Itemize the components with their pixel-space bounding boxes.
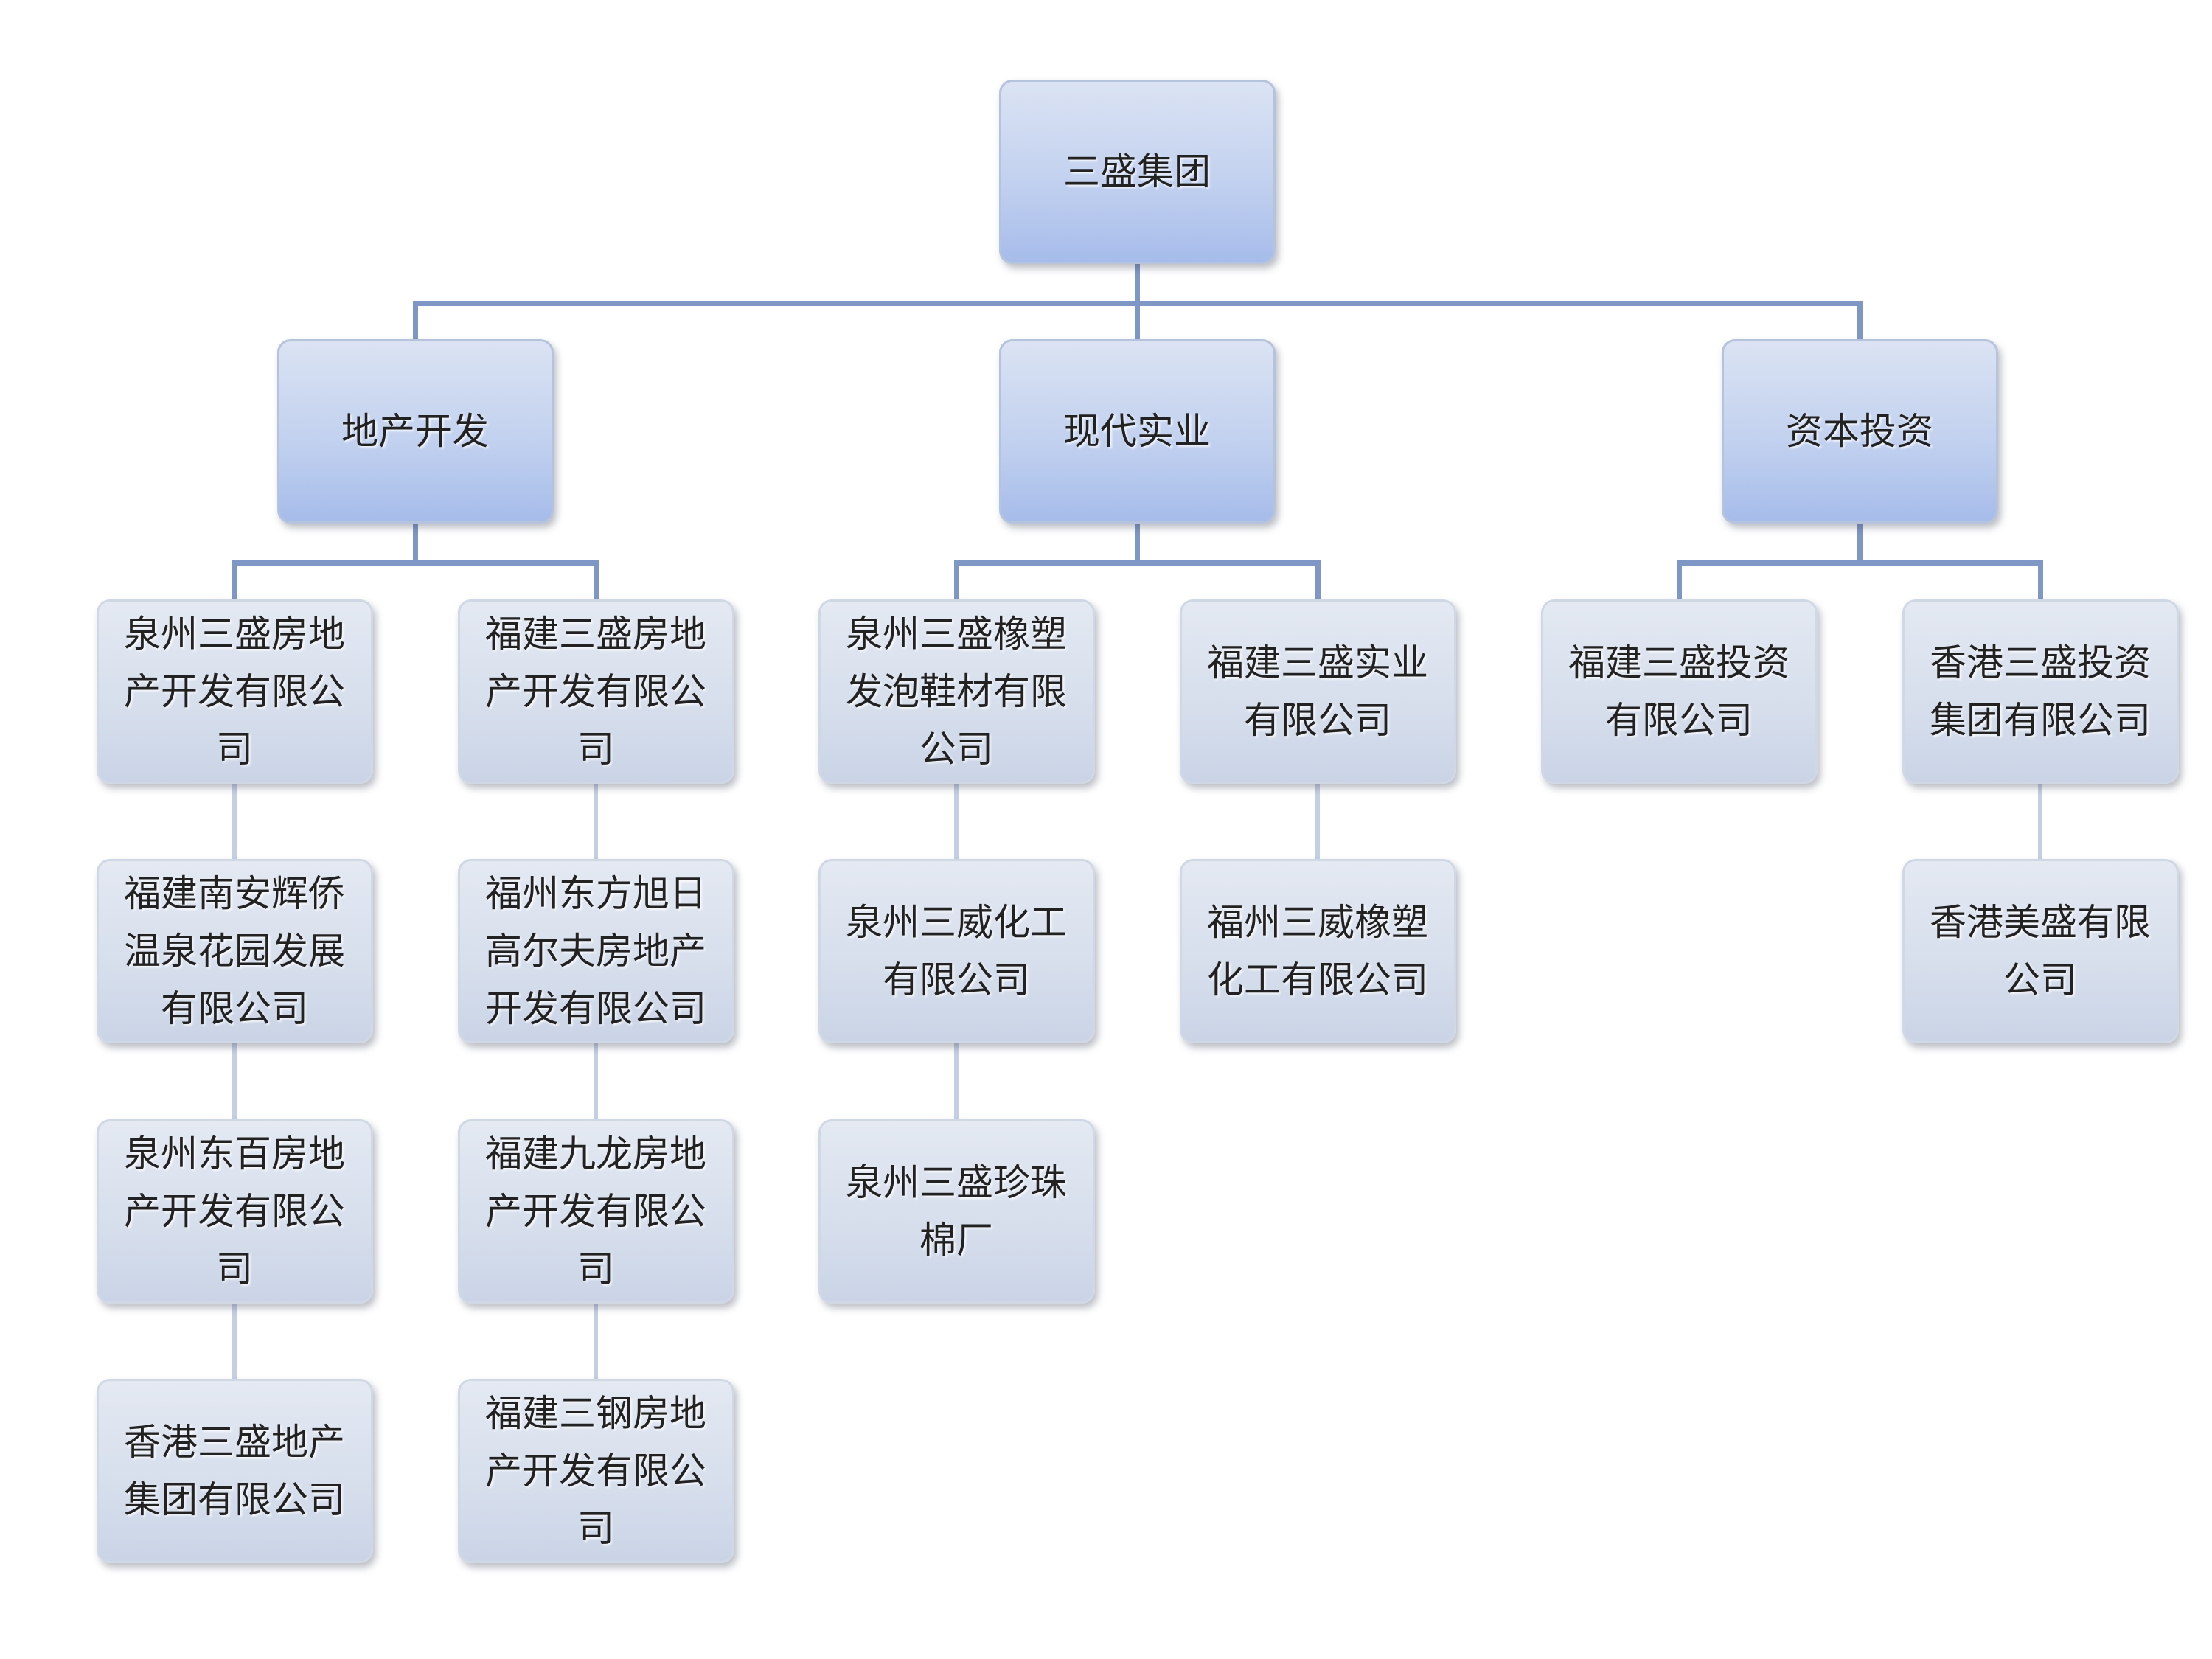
connector-chain-0-0-0: [232, 784, 237, 859]
node-division-1-label: 现代实业: [1063, 410, 1211, 453]
node-subsidiary-0-1-0[interactable]: 福州东方旭日高尔夫房地产开发有限公司: [457, 859, 734, 1043]
connector-chain-0-0-1: [232, 1043, 237, 1119]
node-subsidiary-1-1-0[interactable]: 福州三威橡塑化工有限公司: [1179, 859, 1456, 1043]
node-division-2[interactable]: 资本投资: [1721, 339, 1998, 524]
connector-chain-0-0-2: [232, 1304, 237, 1379]
node-company-2-0-label: 福建三盛投资有限公司: [1568, 641, 1790, 742]
node-subsidiary-0-0-1-label: 泉州东百房地产开发有限公司: [124, 1133, 345, 1290]
connector-level2-drop-2-1: [2037, 560, 2043, 599]
node-subsidiary-0-0-1[interactable]: 泉州东百房地产开发有限公司: [96, 1119, 373, 1304]
node-company-1-1-label: 福建三盛实业有限公司: [1207, 641, 1428, 742]
node-company-1-0[interactable]: 泉州三盛橡塑发泡鞋材有限公司: [818, 599, 1095, 784]
node-company-0-0-label: 泉州三盛房地产开发有限公司: [124, 613, 345, 771]
connector-mid-down-2: [1857, 524, 1863, 566]
node-subsidiary-2-1-0[interactable]: 香港美盛有限公司: [1902, 859, 2179, 1043]
connector-chain-0-1-1: [594, 1043, 598, 1119]
node-subsidiary-0-0-2[interactable]: 香港三盛地产集团有限公司: [96, 1379, 373, 1563]
node-root[interactable]: 三盛集团: [998, 80, 1276, 264]
connector-chain-1-0-0: [954, 784, 959, 859]
node-subsidiary-0-1-1-label: 福建九龙房地产开发有限公司: [485, 1133, 706, 1290]
node-company-0-1-label: 福建三盛房地产开发有限公司: [485, 613, 706, 771]
node-subsidiary-1-0-1[interactable]: 泉州三盛珍珠棉厂: [818, 1119, 1095, 1304]
node-subsidiary-0-0-2-label: 香港三盛地产集团有限公司: [124, 1421, 345, 1521]
node-root-label: 三盛集团: [1063, 150, 1211, 193]
node-subsidiary-2-1-0-label: 香港美盛有限公司: [1930, 901, 2151, 1001]
node-division-2-label: 资本投资: [1786, 410, 1933, 453]
connector-level2-drop-0-0: [232, 560, 237, 599]
node-subsidiary-0-1-2[interactable]: 福建三钢房地产开发有限公司: [457, 1379, 734, 1563]
connector-level2-bus-1: [953, 560, 1321, 566]
connector-mid-down-0: [412, 524, 418, 566]
node-company-0-0[interactable]: 泉州三盛房地产开发有限公司: [96, 599, 373, 784]
node-company-2-0[interactable]: 福建三盛投资有限公司: [1540, 599, 1818, 784]
connector-chain-1-1-0: [1315, 784, 1320, 859]
node-company-1-0-label: 泉州三盛橡塑发泡鞋材有限公司: [846, 613, 1067, 771]
connector-root-down: [1134, 264, 1140, 306]
node-subsidiary-1-0-0-label: 泉州三威化工有限公司: [846, 901, 1067, 1001]
node-division-0-label: 地产开发: [341, 410, 489, 453]
node-division-0[interactable]: 地产开发: [276, 339, 554, 524]
node-company-2-1[interactable]: 香港三盛投资集团有限公司: [1902, 599, 2179, 784]
connector-level1-drop-1: [1134, 301, 1140, 339]
connector-chain-1-0-1: [954, 1043, 959, 1119]
connector-chain-0-1-2: [594, 1304, 598, 1379]
connector-chain-2-1-0: [2038, 784, 2042, 859]
node-subsidiary-0-1-0-label: 福州东方旭日高尔夫房地产开发有限公司: [485, 872, 706, 1030]
node-company-1-1[interactable]: 福建三盛实业有限公司: [1179, 599, 1456, 784]
connector-level2-drop-2-0: [1676, 560, 1682, 599]
node-division-1[interactable]: 现代实业: [998, 339, 1276, 524]
connector-level2-bus-0: [232, 560, 599, 566]
node-subsidiary-0-0-0[interactable]: 福建南安辉侨温泉花园发展有限公司: [96, 859, 373, 1043]
connector-level2-drop-1-0: [953, 560, 959, 599]
connector-level1-drop-0: [412, 301, 418, 339]
connector-level2-bus-2: [1676, 560, 2043, 566]
node-company-2-1-label: 香港三盛投资集团有限公司: [1930, 641, 2151, 742]
node-subsidiary-1-0-1-label: 泉州三盛珍珠棉厂: [846, 1161, 1067, 1262]
node-subsidiary-1-0-0[interactable]: 泉州三威化工有限公司: [818, 859, 1095, 1043]
connector-level2-drop-0-1: [593, 560, 599, 599]
node-subsidiary-0-1-1[interactable]: 福建九龙房地产开发有限公司: [457, 1119, 734, 1304]
node-subsidiary-0-1-2-label: 福建三钢房地产开发有限公司: [485, 1392, 706, 1550]
node-subsidiary-0-0-0-label: 福建南安辉侨温泉花园发展有限公司: [124, 872, 345, 1030]
connector-level1-drop-2: [1857, 301, 1863, 339]
node-subsidiary-1-1-0-label: 福州三威橡塑化工有限公司: [1207, 901, 1428, 1001]
connector-chain-0-1-0: [594, 784, 598, 859]
connector-level2-drop-1-1: [1315, 560, 1321, 599]
node-company-0-1[interactable]: 福建三盛房地产开发有限公司: [457, 599, 734, 784]
connector-mid-down-1: [1134, 524, 1140, 566]
